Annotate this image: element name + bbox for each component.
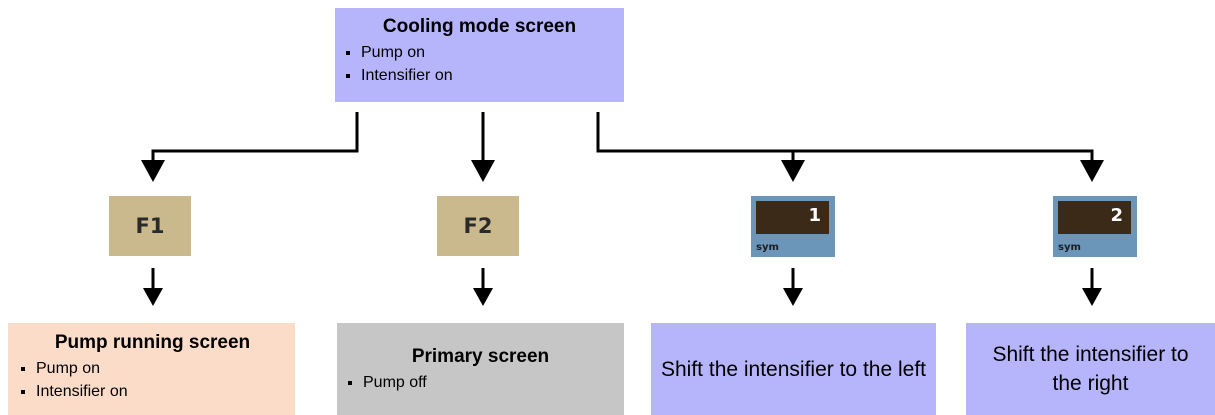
connector-to-f1 [151,112,359,162]
key-display: 1 [756,201,829,234]
shift-right-text: Shift the intensifier to the right [992,343,1189,395]
arrowhead-shift-left [783,288,803,306]
primary-screen-box: Primary screen Pump off [337,323,624,415]
shift-right-box: Shift the intensifier to the right [966,323,1215,415]
shift-left-text: Shift the intensifier to the left [661,357,926,381]
arrowhead-primary [473,288,493,306]
cooling-mode-screen-box: Cooling mode screen Pump on Intensifier … [335,8,624,102]
arrowhead-shift-right [1082,288,1102,306]
list-item: Intensifier on [343,64,616,87]
f2-key[interactable]: F2 [437,196,519,256]
number-2-key[interactable]: 2 sym [1053,196,1137,257]
list-item: Pump off [345,371,616,394]
pump-running-screen-box: Pump running screen Pump on Intensifier … [8,323,295,415]
list-item: Pump on [343,41,616,64]
arrowhead-key-1 [781,160,805,182]
f1-key[interactable]: F1 [109,196,191,256]
key-number: 1 [808,205,821,226]
cooling-mode-screen-title: Cooling mode screen [382,16,577,37]
cooling-mode-screen-list: Pump on Intensifier on [343,41,616,87]
key-sym-label: sym [756,242,779,253]
shift-left-box: Shift the intensifier to the left [651,323,936,415]
key-number: 2 [1110,205,1123,226]
pump-running-screen-title: Pump running screen [54,332,251,353]
primary-screen-list: Pump off [345,371,616,394]
list-item: Pump on [18,357,287,380]
pump-running-screen-list: Pump on Intensifier on [18,357,287,403]
arrowhead-f1 [141,160,165,182]
key-sym-label: sym [1058,242,1081,253]
arrowhead-key-2 [1080,160,1104,182]
arrowhead-pump-running [143,288,163,306]
arrowhead-f2 [471,160,495,182]
primary-screen-title: Primary screen [411,346,550,367]
key-display: 2 [1058,201,1131,234]
connector-to-number-keys [596,112,1094,162]
list-item: Intensifier on [18,380,287,403]
number-1-key[interactable]: 1 sym [751,196,835,257]
